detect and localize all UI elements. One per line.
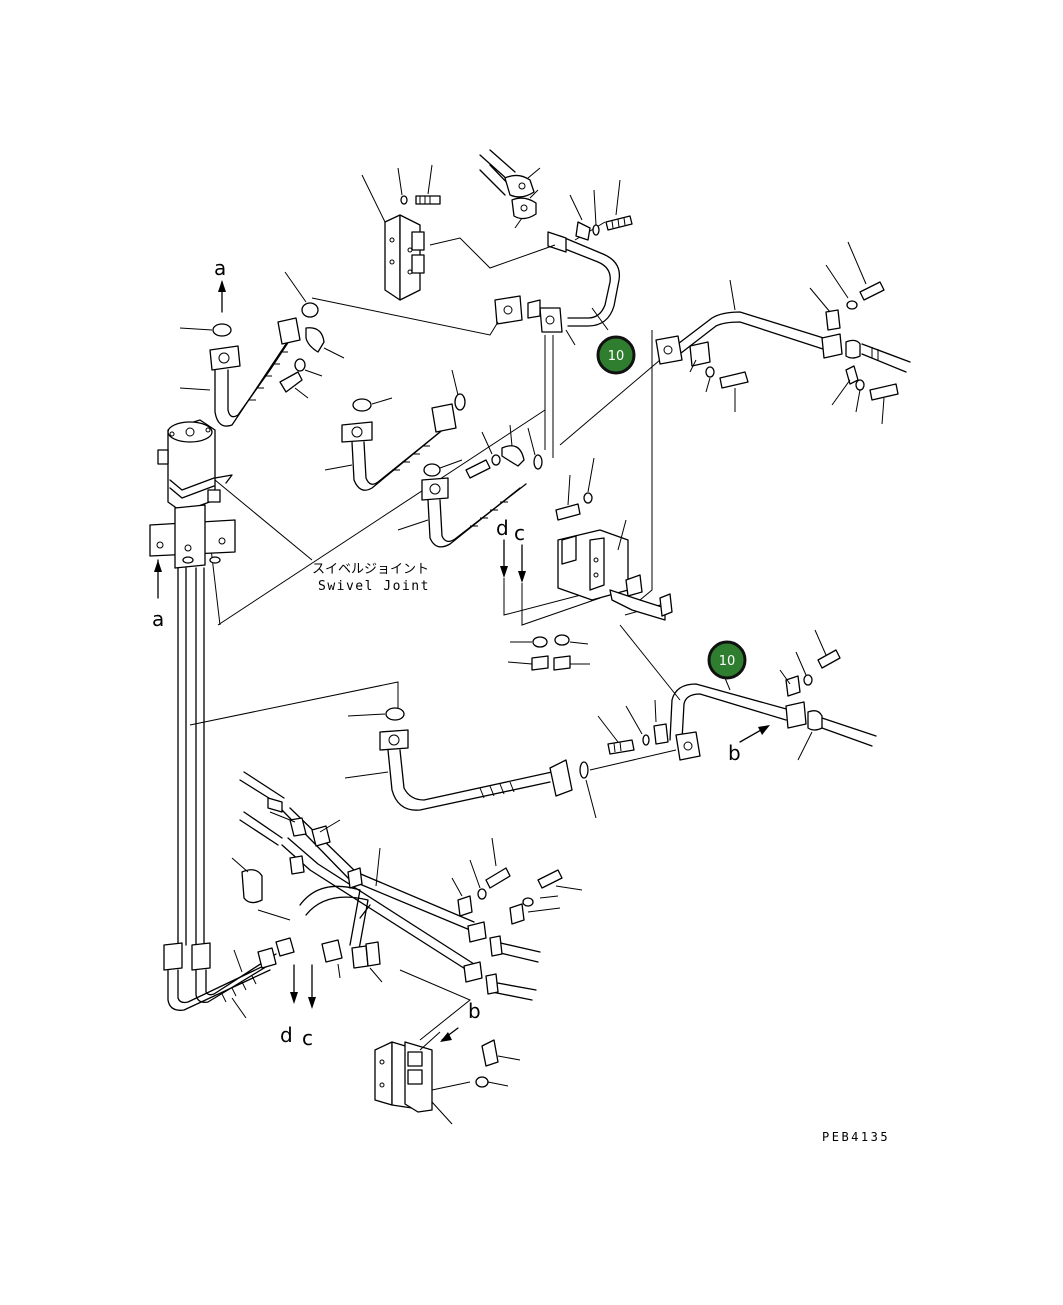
view-indicators: a a d c b b d c xyxy=(152,256,770,1050)
callout-label-lower: 10 xyxy=(719,654,736,669)
view-letter-b-right: b xyxy=(728,741,741,765)
callout-10-lower: 10 xyxy=(707,640,747,680)
right-upper-tube xyxy=(655,241,911,425)
right-mid-tube xyxy=(597,629,877,761)
swivel-joint-label: スイベルジョイント Swivel Joint xyxy=(312,562,430,594)
swivel-label-en: Swivel Joint xyxy=(318,579,430,594)
center-bracket xyxy=(507,457,673,671)
view-letter-a-top: a xyxy=(214,256,226,280)
view-letter-d-top: d xyxy=(496,516,509,540)
view-letter-d-bottom: d xyxy=(280,1023,293,1047)
view-letter-c-bottom: c xyxy=(302,1026,313,1050)
view-letter-c-top: c xyxy=(514,521,525,545)
drawing-code: PEB4135 xyxy=(822,1130,890,1144)
view-letter-b-bottom: b xyxy=(468,999,481,1023)
swivel-joint xyxy=(149,419,313,946)
center-hoses xyxy=(324,403,527,548)
left-upper-hose xyxy=(179,317,345,427)
callout-label-upper: 10 xyxy=(608,349,625,364)
view-letter-a-bottom: a xyxy=(152,607,164,631)
bottom-piping xyxy=(163,771,583,1019)
upper-bracket xyxy=(361,164,441,301)
upper-tube-assembly xyxy=(494,179,633,346)
bottom-bracket xyxy=(374,1031,521,1125)
callout-10-upper: 10 xyxy=(596,335,636,375)
lower-hose xyxy=(344,729,677,811)
o-rings xyxy=(179,271,597,819)
leader-lines xyxy=(189,237,681,1041)
top-hoses xyxy=(479,149,541,229)
swivel-label-jp: スイベルジョイント xyxy=(312,562,429,577)
